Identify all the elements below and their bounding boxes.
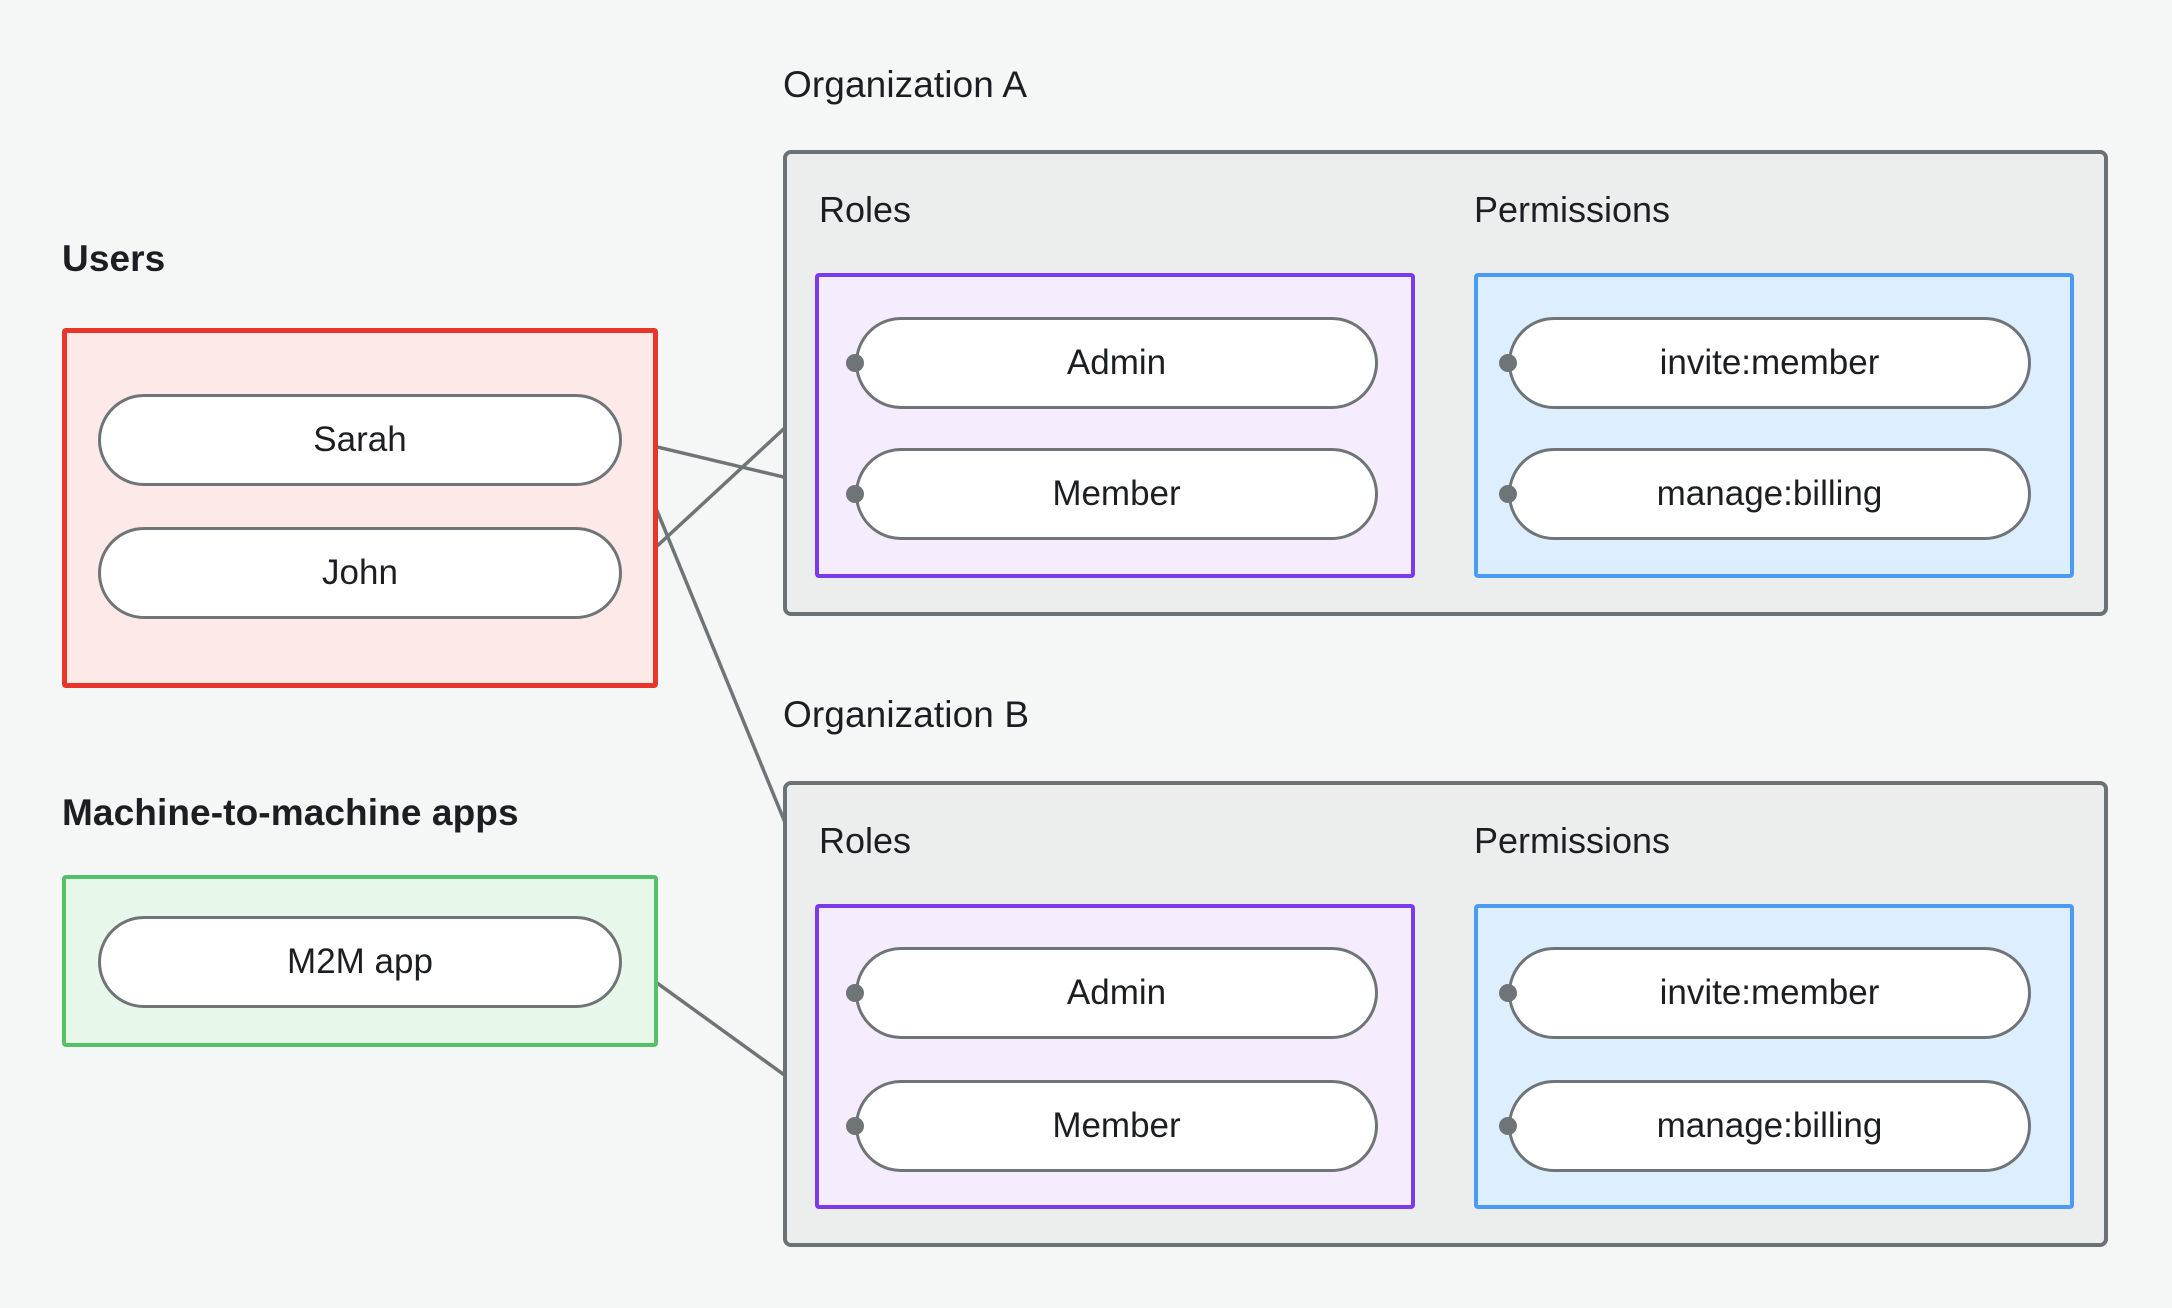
- org-b-roles-label: Roles: [819, 820, 912, 861]
- org-a-permissions-label: Permissions: [1474, 189, 1671, 230]
- users-group-label: Users: [62, 238, 166, 279]
- org-a-label: Organization A: [783, 64, 1028, 105]
- org-b-label: Organization B: [783, 694, 1030, 735]
- dot-org-b-perm-billing-in: [1499, 1117, 1517, 1135]
- dot-org-b-role-admin-in: [846, 984, 864, 1002]
- dot-org-a-role-admin-in: [846, 354, 864, 372]
- org-b-permissions-label: Permissions: [1474, 820, 1671, 861]
- dot-org-a-role-member-in: [846, 485, 864, 503]
- m2m-node-app[interactable]: M2M app: [98, 916, 622, 1008]
- org-b-role-admin[interactable]: Admin: [855, 947, 1378, 1039]
- org-a-role-admin[interactable]: Admin: [855, 317, 1378, 409]
- dot-org-a-perm-billing-in: [1499, 485, 1517, 503]
- org-a-role-member[interactable]: Member: [855, 448, 1378, 540]
- org-a-permission-invite-member[interactable]: invite:member: [1508, 317, 2031, 409]
- user-node-john[interactable]: John: [98, 527, 622, 619]
- org-a-permission-manage-billing[interactable]: manage:billing: [1508, 448, 2031, 540]
- user-node-sarah[interactable]: Sarah: [98, 394, 622, 486]
- org-b-permission-manage-billing[interactable]: manage:billing: [1508, 1080, 2031, 1172]
- users-container: [62, 328, 658, 688]
- dot-org-b-role-member-in: [846, 1117, 864, 1135]
- org-b-permission-invite-member[interactable]: invite:member: [1508, 947, 2031, 1039]
- dot-org-b-perm-invite-in: [1499, 984, 1517, 1002]
- m2m-group-label: Machine-to-machine apps: [62, 792, 519, 833]
- org-a-roles-label: Roles: [819, 189, 912, 230]
- dot-org-a-perm-invite-in: [1499, 354, 1517, 372]
- org-b-role-member[interactable]: Member: [855, 1080, 1378, 1172]
